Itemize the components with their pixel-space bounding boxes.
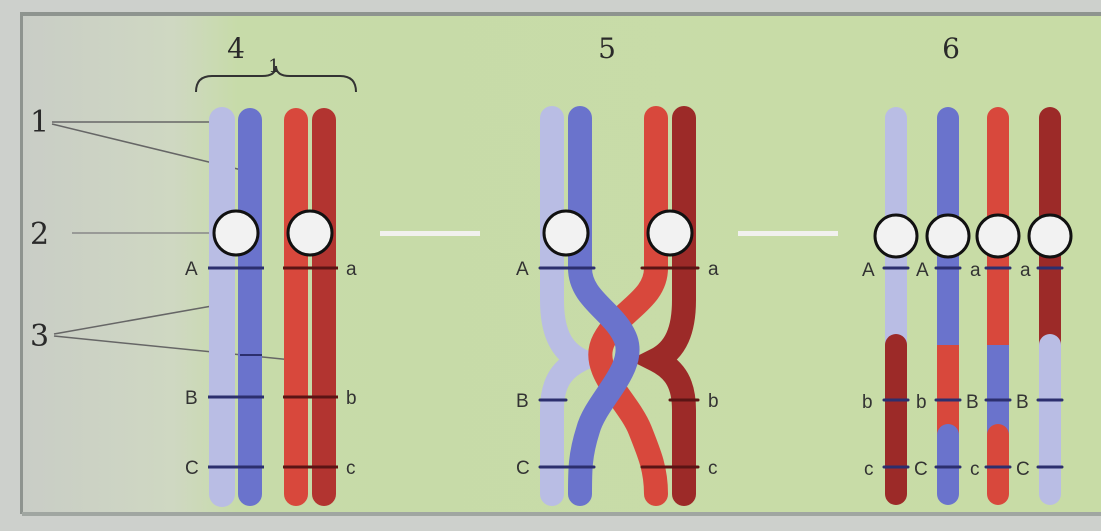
gene-label: c: [970, 459, 980, 480]
gene-label: A: [862, 260, 875, 281]
gene-label: b: [708, 391, 719, 412]
gene-label: B: [966, 392, 979, 413]
gene-label: a: [346, 259, 357, 280]
gene-label: C: [1016, 459, 1030, 480]
stage-label-4: 4: [227, 32, 245, 65]
gene-label: c: [708, 458, 718, 479]
gene-label: a: [1020, 260, 1031, 281]
gene-label: C: [185, 458, 199, 479]
gene-label: a: [708, 259, 719, 280]
part-label-3: 3: [30, 319, 49, 354]
gene-label: A: [916, 260, 929, 281]
stage-transition-dash-1: [380, 231, 480, 236]
centromere: [648, 211, 692, 255]
part-label-2: 2: [30, 217, 49, 252]
centromere: [214, 211, 258, 255]
centromere: [875, 215, 917, 257]
gene-label: B: [1016, 392, 1029, 413]
gene-label: b: [862, 392, 873, 413]
gene-label: B: [185, 388, 198, 409]
centromere: [927, 215, 969, 257]
gene-label: C: [914, 459, 928, 480]
centromere: [1029, 215, 1071, 257]
centromere: [288, 211, 332, 255]
part-label-1: 1: [30, 105, 49, 140]
gene-label: A: [185, 259, 198, 280]
stage-transition-dash-2: [738, 231, 838, 236]
centromere: [544, 211, 588, 255]
panel-bottom-edge: [22, 512, 1101, 516]
gene-label: b: [346, 388, 357, 409]
centromere: [977, 215, 1019, 257]
gene-label: A: [516, 259, 529, 280]
panel-top-edge: [22, 12, 1101, 16]
gene-label: B: [516, 391, 529, 412]
gene-label: C: [516, 458, 530, 479]
gene-label: c: [864, 459, 874, 480]
gene-label: b: [916, 392, 927, 413]
gene-label: a: [970, 260, 981, 281]
bracket-label: 1: [268, 56, 279, 77]
stage-label-5: 5: [598, 32, 616, 65]
panel-left-edge: [20, 12, 23, 514]
gene-label: c: [346, 458, 356, 479]
stage-label-6: 6: [942, 32, 960, 65]
